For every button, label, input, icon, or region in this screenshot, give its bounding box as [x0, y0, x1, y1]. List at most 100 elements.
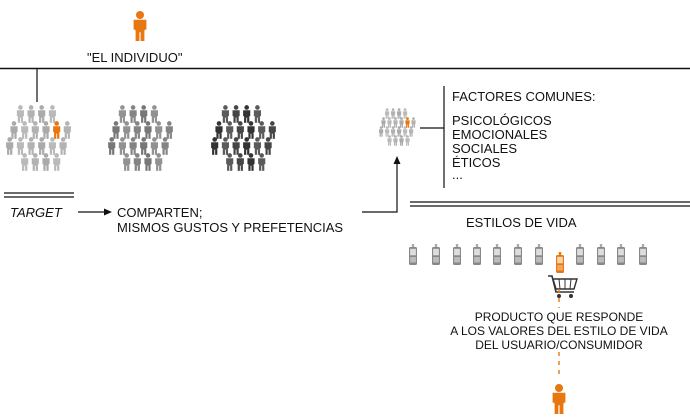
crowd-person-icon: [268, 121, 276, 139]
crowd-person-icon: [150, 137, 158, 155]
phones-row: [409, 244, 647, 273]
factor-item: ÉTICOS: [452, 155, 501, 170]
individual-person-icon: [133, 11, 147, 41]
crowd-person-icon: [31, 153, 39, 171]
crowd-person-icon: [253, 105, 261, 123]
crowd-person-icon: [10, 121, 18, 139]
crowd-person-icon: [258, 153, 266, 171]
crowd-person-icon: [129, 105, 137, 123]
crowd-person-icon: [38, 137, 46, 155]
crowd-person-icon: [411, 117, 416, 128]
crowd-person-icon: [48, 105, 56, 123]
crowd-person-icon: [384, 108, 390, 119]
crowd-person-icon: [221, 137, 229, 155]
crowd-person-icon: [155, 153, 163, 171]
producto-line2: A LOS VALORES DEL ESTILO DE VIDA: [450, 324, 668, 338]
arrow-up-line: [362, 162, 398, 213]
factores-title: FACTORES COMUNES:: [452, 89, 596, 104]
crowd-person-icon: [390, 108, 396, 119]
producto-line1: PRODUCTO QUE RESPONDE: [474, 310, 644, 324]
factor-item: ...: [452, 167, 463, 182]
crowd-person-icon: [221, 105, 229, 123]
crowd-person-icon: [378, 126, 384, 137]
phone-icon: [639, 244, 647, 265]
consumer-person-icon: [552, 384, 566, 414]
crowd-person-icon: [16, 137, 24, 155]
crowd-person-icon: [144, 153, 152, 171]
crowd-person-icon: [38, 105, 46, 123]
crowd-person-icon: [247, 153, 255, 171]
crowd-person-icon: [59, 137, 67, 155]
crowd-person-icon: [21, 121, 29, 139]
crowd-person-icon: [108, 137, 116, 155]
crowd-person-icon: [253, 137, 261, 155]
crowd-person-icon: [405, 135, 410, 146]
crowd-person-icon: [48, 137, 56, 155]
crowd-dark-icon: [211, 105, 276, 171]
crowd-person-icon: [243, 105, 251, 123]
individual-label: "EL INDIVIDUO": [87, 50, 183, 65]
factor-item: EMOCIONALES: [452, 127, 548, 142]
comparten-line1: COMPARTEN;: [117, 205, 203, 220]
producto-line3: DEL USUARIO/CONSUMIDOR: [475, 338, 643, 352]
highlighted-person-icon: [53, 121, 61, 139]
crowd-person-icon: [161, 137, 169, 155]
crowd-person-icon: [226, 153, 234, 171]
crowd-mid-icon: [108, 105, 173, 171]
crowd-person-icon: [133, 121, 141, 139]
crowd-person-icon: [31, 121, 39, 139]
phone-icon: [493, 244, 501, 265]
crowd-person-icon: [396, 108, 402, 119]
crowd-person-icon: [232, 105, 240, 123]
phone-icon: [617, 244, 625, 265]
crowd-person-icon: [112, 121, 120, 139]
crowd-person-icon: [155, 121, 163, 139]
arrow-target-head: [104, 208, 112, 216]
phone-icon: [514, 244, 522, 265]
crowd-person-icon: [399, 117, 404, 128]
crowd-person-icon: [393, 117, 398, 128]
crowd-person-icon: [226, 121, 234, 139]
crowd-person-icon: [387, 135, 392, 146]
crowd-person-icon: [140, 137, 148, 155]
shopping-cart-icon: [548, 275, 578, 298]
factor-item: PSICOLÓGICOS: [452, 113, 552, 128]
crowd-person-icon: [264, 137, 272, 155]
crowd-person-icon: [215, 121, 223, 139]
crowd-person-icon: [236, 121, 244, 139]
crowd-person-icon: [396, 126, 402, 137]
arrow-up-head: [393, 156, 401, 164]
crowd-person-icon: [42, 153, 50, 171]
selected-phone-icon: [556, 252, 564, 273]
crowd-person-icon: [6, 137, 14, 155]
crowd-person-icon: [118, 105, 126, 123]
crowd-person-icon: [243, 137, 251, 155]
crowd-person-icon: [118, 137, 126, 155]
crowd-person-icon: [211, 137, 219, 155]
crowd-person-icon: [21, 153, 29, 171]
crowd-person-icon: [123, 153, 131, 171]
crowd-person-icon: [53, 153, 61, 171]
crowd-person-icon: [232, 137, 240, 155]
phone-icon: [409, 244, 417, 265]
crowd-person-icon: [63, 121, 71, 139]
crowd-person-icon: [381, 117, 386, 128]
crowd-person-icon: [144, 121, 152, 139]
phone-icon: [453, 244, 461, 265]
crowd-person-icon: [140, 105, 148, 123]
phone-icon: [473, 244, 481, 265]
crowd-person-icon: [258, 121, 266, 139]
highlighted-person-icon: [405, 117, 410, 128]
crowd-person-icon: [27, 137, 35, 155]
phone-icon: [597, 244, 605, 265]
factor-item: SOCIALES: [452, 141, 518, 156]
target-label: TARGET: [10, 205, 62, 220]
phone-icon: [432, 244, 440, 265]
crowd-person-icon: [165, 121, 173, 139]
crowd-light-icon: [6, 105, 71, 171]
crowd-person-icon: [384, 126, 390, 137]
estilos-label: ESTILOS DE VIDA: [466, 215, 577, 230]
crowd-person-icon: [393, 135, 398, 146]
crowd-small-icon: [378, 108, 416, 146]
